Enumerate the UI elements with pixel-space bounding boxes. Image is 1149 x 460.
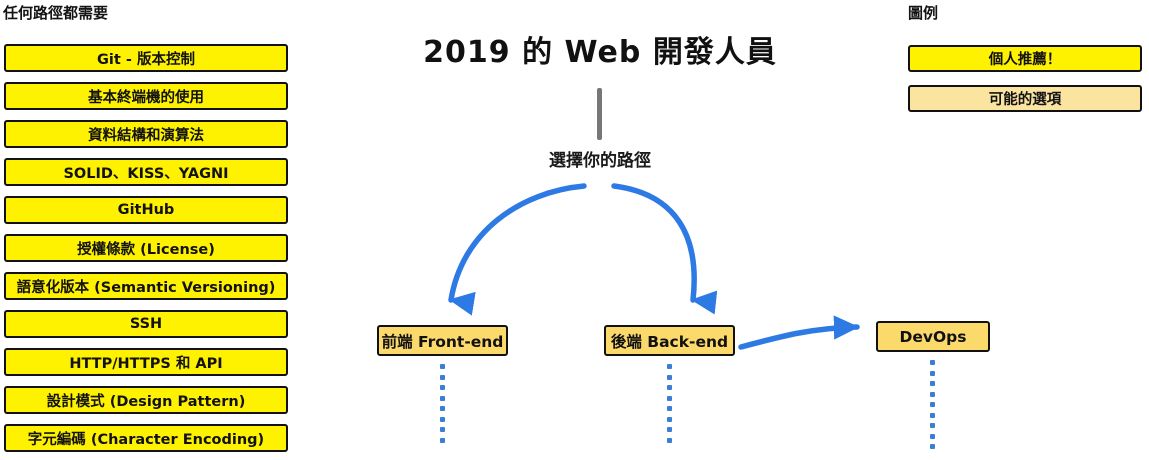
dot (930, 360, 935, 365)
dot (440, 416, 445, 422)
requirement-label: 資料結構和演算法 (88, 127, 204, 144)
dot (930, 444, 935, 449)
dot (667, 395, 672, 401)
requirement-box-semantic-versioning[interactable]: 語意化版本 (Semantic Versioning) (4, 272, 288, 300)
dot (930, 391, 935, 397)
dot (667, 364, 672, 369)
dot (667, 385, 672, 390)
dot (667, 437, 672, 443)
requirement-box-http-api[interactable]: HTTP/HTTPS 和 API (4, 348, 288, 376)
node-label: DevOps (899, 327, 967, 346)
node-frontend[interactable]: 前端 Front-end (377, 325, 508, 356)
dot (930, 370, 935, 376)
legend-label: 個人推薦！ (988, 52, 1062, 68)
dot (930, 433, 935, 439)
dot (440, 406, 445, 411)
dot (930, 381, 935, 386)
page-title: 2019 的 Web 開發人員 (423, 35, 777, 70)
legend-item-alternative: 可能的選項 (908, 85, 1142, 112)
requirement-box-terminal[interactable]: 基本終端機的使用 (4, 82, 288, 110)
dot (440, 395, 445, 401)
requirement-label: 字元編碼 (Character Encoding) (27, 431, 265, 448)
requirement-box-character-encoding[interactable]: 字元編碼 (Character Encoding) (4, 424, 288, 452)
dot (930, 412, 935, 418)
dot (667, 406, 672, 411)
dotted-line-frontend (440, 364, 445, 448)
requirement-label: 語意化版本 (Semantic Versioning) (16, 279, 276, 296)
arrow-to-backend (611, 183, 718, 315)
dotted-line-backend (667, 364, 672, 448)
requirement-box-license[interactable]: 授權條款 (License) (4, 234, 288, 262)
requirement-box-design-pattern[interactable]: 設計模式 (Design Pattern) (4, 386, 288, 414)
node-devops[interactable]: DevOps (876, 321, 990, 352)
requirement-label: 設計模式 (Design Pattern) (46, 393, 246, 410)
requirements-heading: 任何路徑都需要 (3, 4, 109, 22)
requirement-box-git[interactable]: Git - 版本控制 (4, 44, 288, 72)
requirement-label: 基本終端機的使用 (88, 89, 204, 106)
dot (440, 427, 445, 432)
trunk-connector-line (597, 88, 602, 140)
dot (930, 423, 935, 428)
dot (667, 427, 672, 432)
requirement-box-github[interactable]: GitHub (4, 196, 288, 224)
arrow-backend-to-devops (738, 315, 860, 350)
dot (667, 416, 672, 422)
node-label: 後端 Back-end (610, 332, 729, 351)
requirement-label: 授權條款 (License) (77, 241, 215, 258)
requirement-box-data-structures[interactable]: 資料結構和演算法 (4, 120, 288, 148)
requirement-label: SOLID、KISS、YAGNI (63, 165, 229, 182)
dot (440, 374, 445, 380)
legend-item-recommended: 個人推薦！ (908, 45, 1142, 72)
requirement-box-ssh[interactable]: SSH (4, 310, 288, 338)
arrow-to-frontend (448, 183, 587, 316)
dot (440, 437, 445, 443)
requirement-label: Git - 版本控制 (97, 51, 195, 68)
dot (440, 385, 445, 390)
node-backend[interactable]: 後端 Back-end (604, 325, 735, 356)
requirement-label: GitHub (117, 202, 175, 218)
choose-path-label: 選擇你的路徑 (549, 151, 651, 171)
dot (667, 374, 672, 380)
node-label: 前端 Front-end (381, 332, 504, 351)
legend-heading: 圖例 (908, 4, 939, 22)
dotted-line-devops (930, 360, 935, 455)
dot (930, 402, 935, 407)
legend-label: 可能的選項 (988, 92, 1062, 108)
requirement-label: SSH (129, 316, 163, 332)
requirement-box-solid-kiss-yagni[interactable]: SOLID、KISS、YAGNI (4, 158, 288, 186)
dot (440, 364, 445, 369)
requirement-label: HTTP/HTTPS 和 API (69, 355, 223, 372)
